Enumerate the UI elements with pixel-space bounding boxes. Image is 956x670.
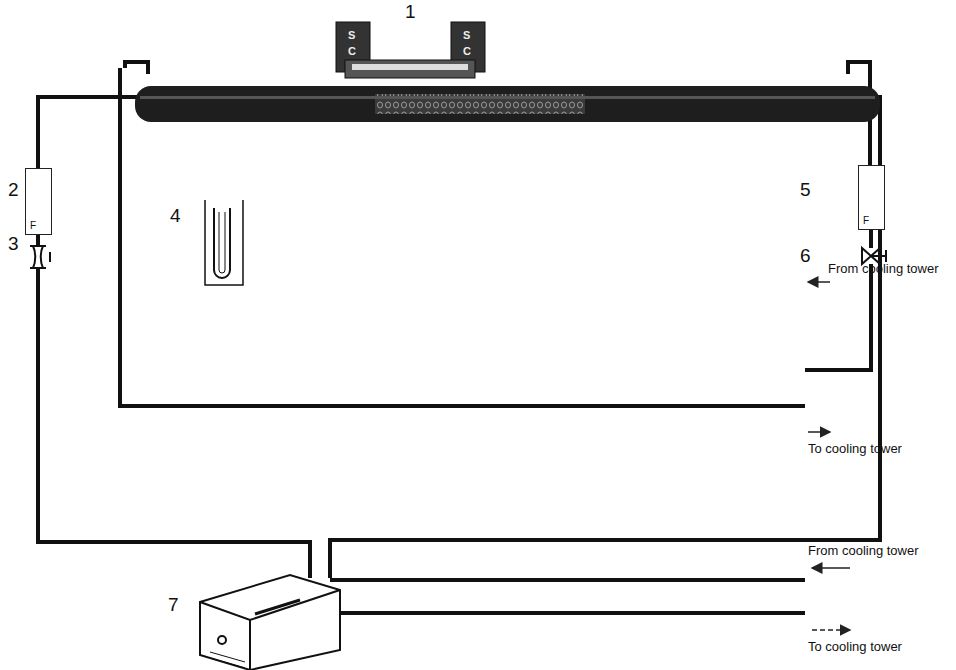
flow-meter: F <box>858 165 885 230</box>
magnet-pole: C <box>463 46 471 57</box>
meter-letter: F <box>863 215 869 226</box>
flow-label: To cooling tower <box>808 640 902 653</box>
callout-number: 4 <box>170 206 181 225</box>
magnet-pole: S <box>348 30 355 41</box>
callout-number: 6 <box>800 246 811 265</box>
callout-number: 1 <box>405 2 416 21</box>
meter-letter: F <box>30 220 36 231</box>
callout-number: 7 <box>168 595 179 614</box>
callout-number: 2 <box>8 180 19 199</box>
callout-number: 3 <box>8 234 19 253</box>
magnet-pole: S <box>463 30 470 41</box>
callout-number: 5 <box>800 180 811 199</box>
flow-meter: F <box>25 168 52 235</box>
flow-label: From cooling tower <box>828 262 939 275</box>
magnet-pole: C <box>348 46 356 57</box>
flow-label: From cooling tower <box>808 544 919 557</box>
flow-label: To cooling tower <box>808 442 902 455</box>
